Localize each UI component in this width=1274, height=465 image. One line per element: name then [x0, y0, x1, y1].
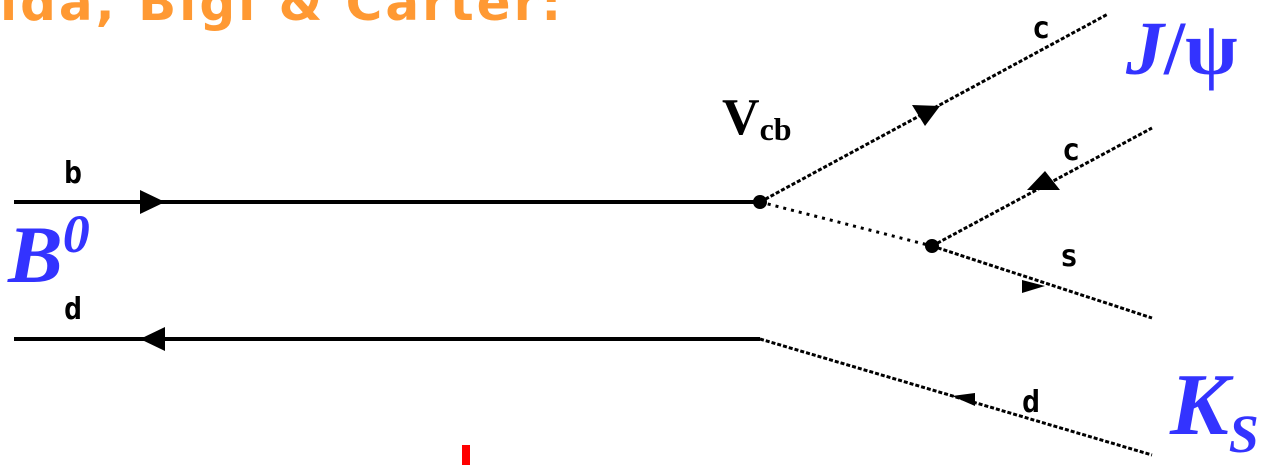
b-quark-label: b — [64, 156, 82, 191]
ks-main: K — [1169, 357, 1234, 454]
d-quark-arrow — [140, 327, 165, 351]
vertex-label-sub: cb — [760, 111, 792, 147]
s-quark-label: s — [1060, 239, 1078, 274]
s-quark-line — [931, 244, 1153, 320]
d-quark-label-in: d — [64, 292, 82, 327]
c-quark-label-mid: c — [1062, 133, 1080, 168]
s-quark-arrow — [1022, 280, 1045, 293]
d-quark-label-out: d — [1022, 385, 1040, 420]
jpsi-psi: ψ — [1185, 7, 1237, 91]
b0-meson-label: B0 — [7, 204, 90, 300]
vertex-label-main: V — [722, 89, 760, 146]
d-quark-arrow-out — [952, 393, 975, 406]
jpsi-slash: / — [1163, 7, 1186, 91]
jpsi-j: J — [1125, 7, 1166, 91]
c-quark-label-top: c — [1032, 11, 1050, 46]
c-quark-arrow-mid — [1027, 171, 1060, 190]
c-quark-arrow-top — [912, 105, 940, 126]
w-boson-line — [759, 200, 933, 248]
b-quark-arrow — [140, 190, 165, 214]
jpsi-meson-label: J/ψ — [1125, 7, 1237, 91]
b0-sup: 0 — [63, 204, 90, 264]
ks-meson-label: KS — [1169, 357, 1259, 459]
ks-sub: S — [1229, 404, 1259, 459]
red-mark — [462, 445, 470, 465]
b0-main: B — [7, 209, 63, 300]
slide-title: ida, Bigi & Carter: — [0, 0, 565, 32]
vertex-label: Vcb — [722, 89, 792, 147]
